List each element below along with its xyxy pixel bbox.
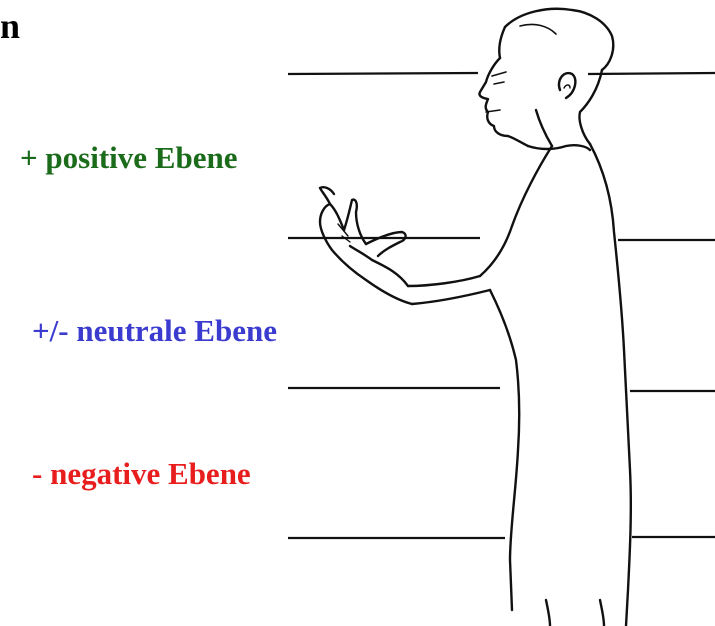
level-line-top-right xyxy=(587,71,715,76)
level-label-positive: + positive Ebene xyxy=(20,140,238,175)
level-lines xyxy=(287,71,715,540)
level-line-top-left xyxy=(287,71,479,76)
speaking-man-icon xyxy=(318,7,633,626)
level-label-neutral: +/- neutrale Ebene xyxy=(32,313,277,348)
title-fragment: n xyxy=(0,6,21,46)
level-label-negative: - negative Ebene xyxy=(32,456,251,491)
